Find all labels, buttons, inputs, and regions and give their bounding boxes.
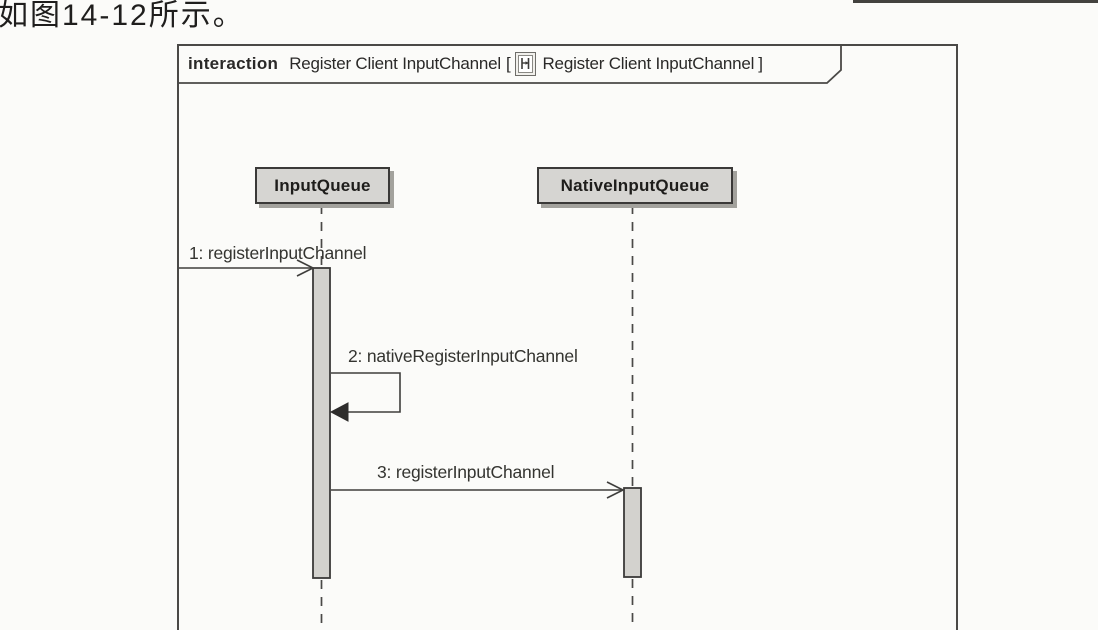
lifeline-label: NativeInputQueue [560,175,710,195]
activation-bar-inputqueue [312,267,331,579]
message-label: 3: registerInputChannel [377,462,555,482]
frame-title-tab-shape [178,45,842,84]
message-1-open-arrowhead [296,259,315,277]
ref-name: Register Client InputChannel [542,54,755,73]
interaction-keyword: interaction [188,54,279,73]
figure-caption: 如图14-12所示。 [0,0,245,32]
message-label: 2: nativeRegisterInputChannel [348,346,578,366]
frame-name: Register Client InputChannel [289,54,501,73]
message-2-filled-arrowhead [329,402,349,422]
lifeline-label: InputQueue [274,175,371,195]
sequence-diagram-icon [515,52,537,76]
page-top-rule [853,0,1098,3]
activation-bar-nativeinputqueue [623,487,642,578]
interaction-frame-border [177,44,958,630]
message-3-open-arrowhead [606,481,625,499]
message-label: 1: registerInputChannel [189,243,367,263]
lifeline-header-inputqueue: InputQueue [255,167,390,204]
lifeline-header-nativeinputqueue: NativeInputQueue [537,167,733,204]
ref-bracket-close: ] [758,54,763,73]
ref-bracket-open: [ [505,54,511,73]
frame-title: interaction Register Client InputChannel… [188,51,763,77]
message-2-self-loop [331,372,401,413]
